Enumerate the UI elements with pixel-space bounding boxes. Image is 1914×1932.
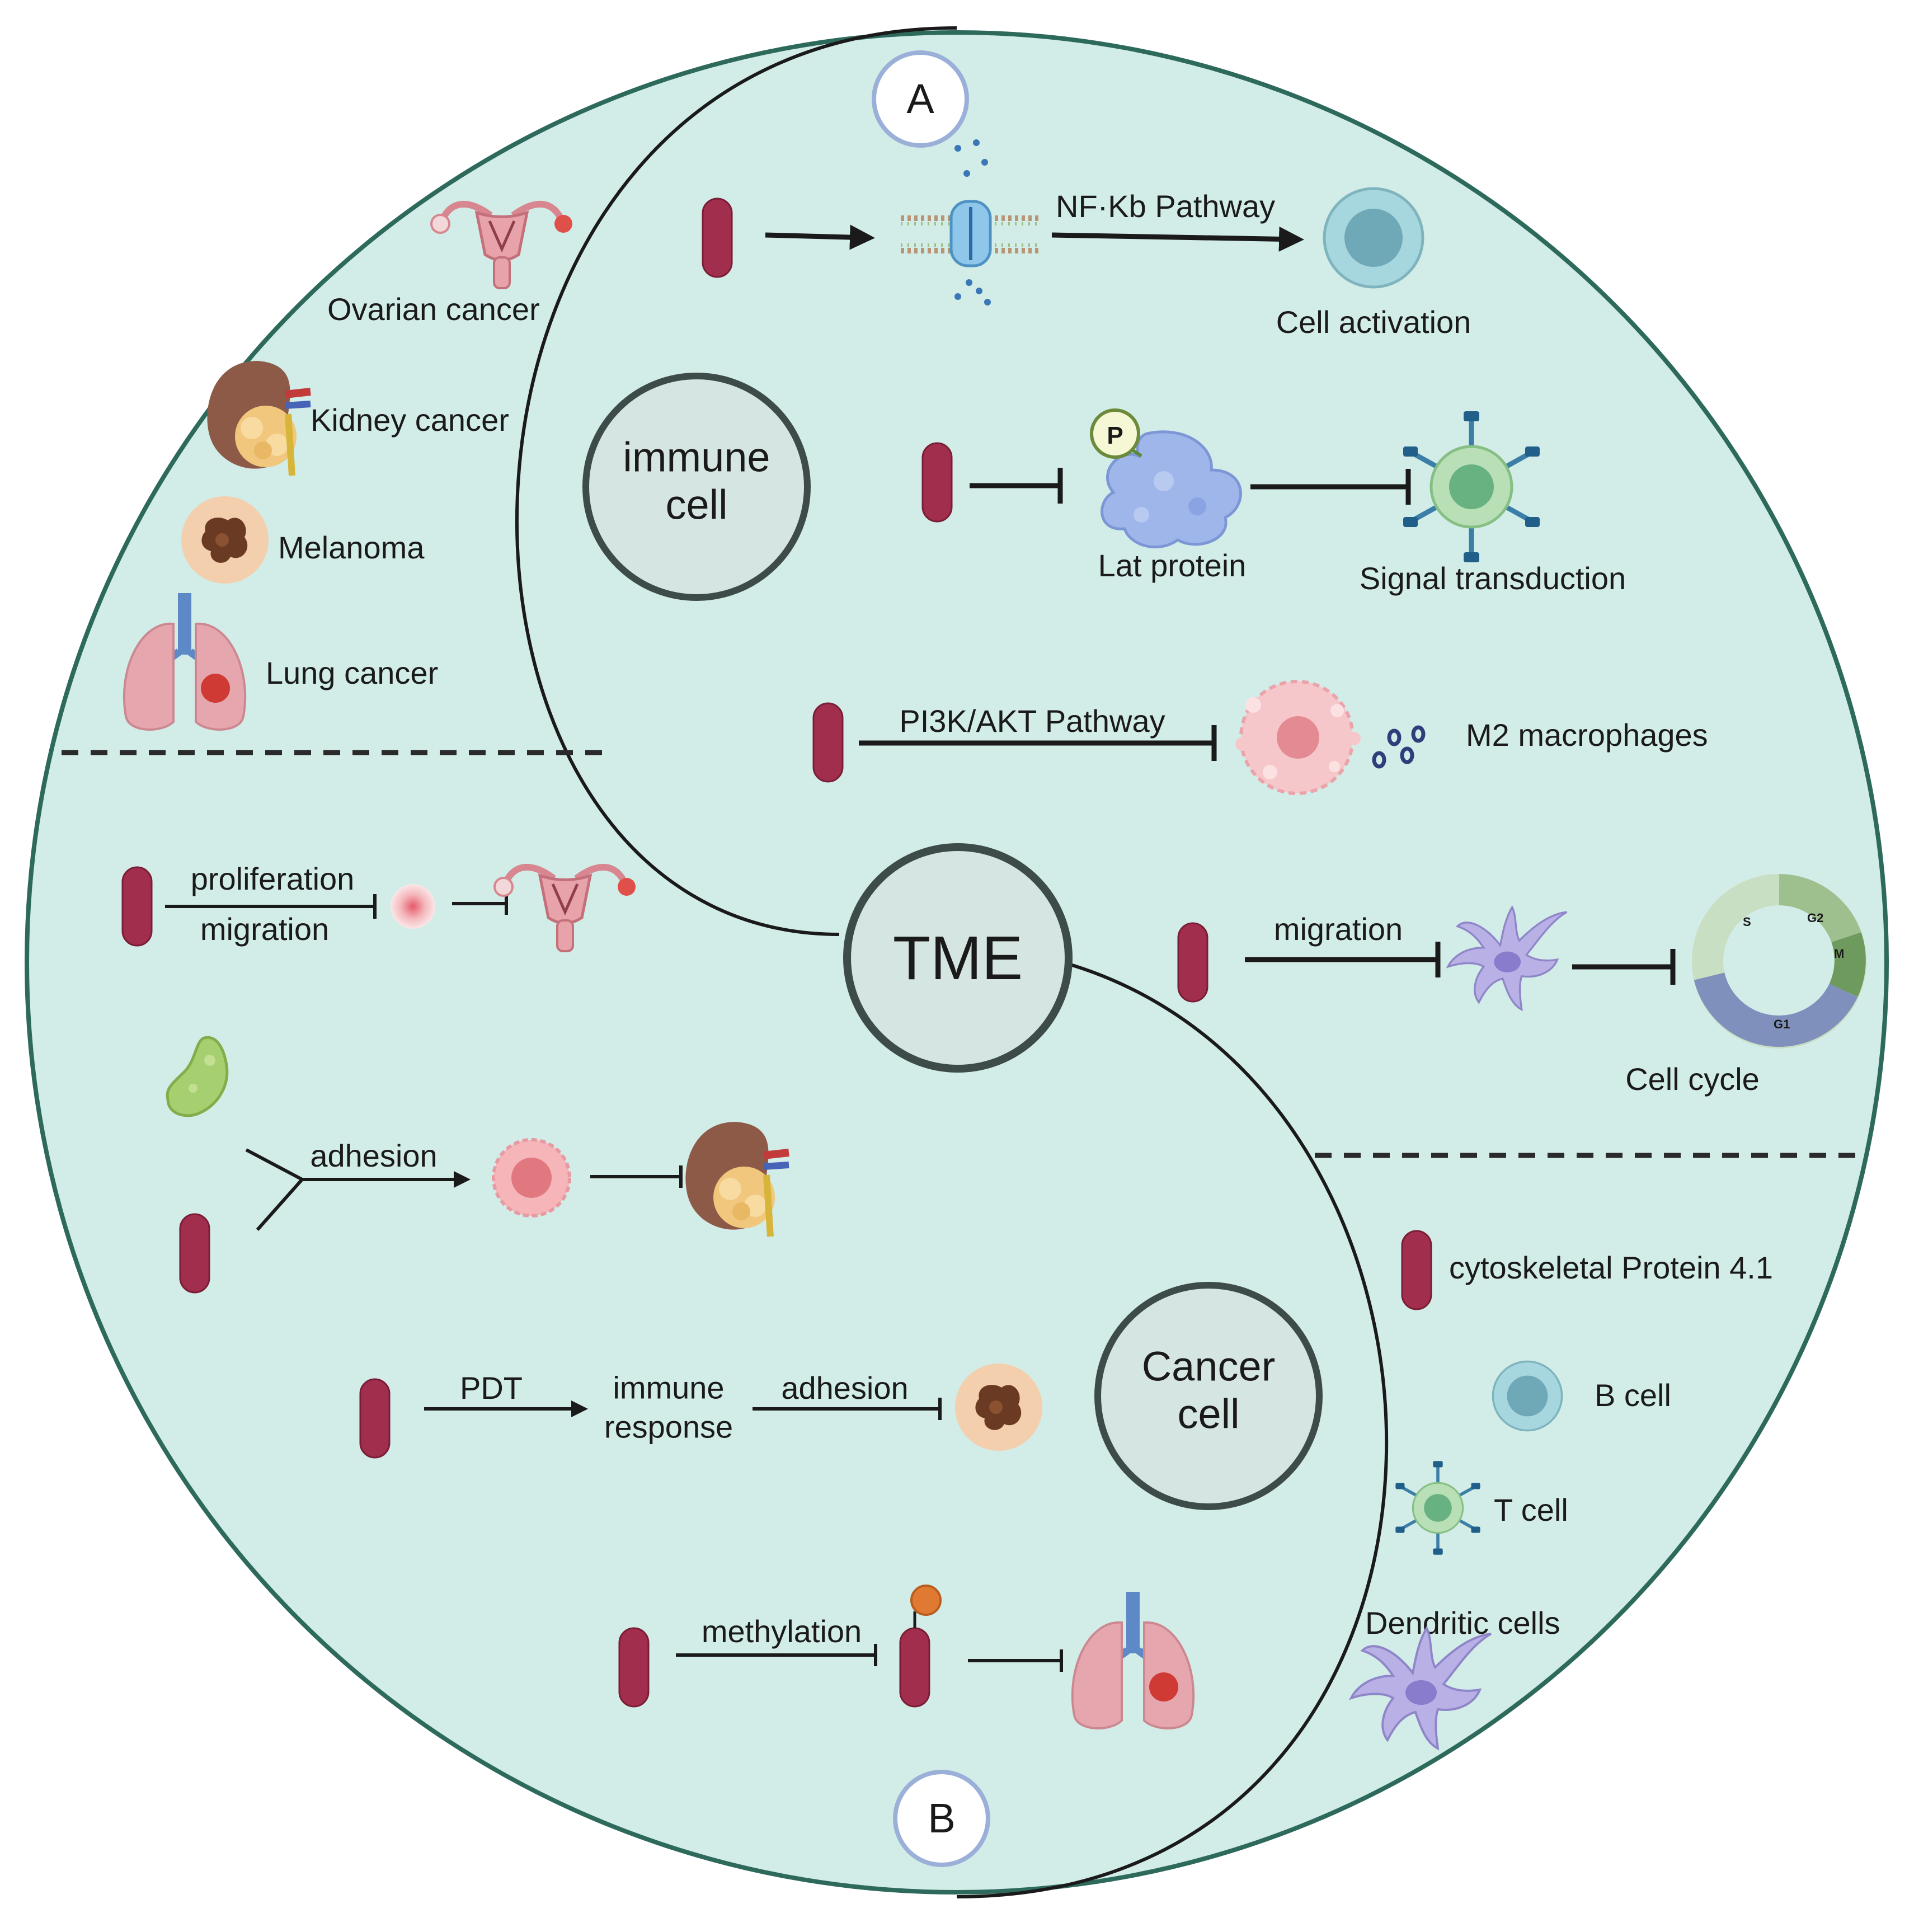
- macrophage-icon: [1235, 680, 1361, 795]
- b-cell-icon: [1324, 189, 1423, 287]
- methylated-protein-icon: [899, 1585, 942, 1708]
- legend-protein-label: cytoskeletal Protein 4.1: [1449, 1250, 1773, 1285]
- legend-protein-icon: [1401, 1230, 1432, 1310]
- tumor-spot-icon: [391, 884, 435, 929]
- lat-protein-icon: P: [1090, 408, 1242, 549]
- cell-activation-label: Cell activation: [1276, 304, 1471, 340]
- panel-b-label: B: [928, 1795, 955, 1841]
- phase-m-label: M: [1834, 947, 1844, 961]
- migration-label: migration: [1274, 911, 1403, 947]
- protein-icon: [812, 702, 844, 783]
- migration-label-b: migration: [200, 911, 329, 947]
- yin-yang-divider: [515, 26, 957, 936]
- panel-b-badge: B: [893, 1770, 990, 1867]
- arrow: [765, 224, 875, 250]
- protein-icon: [121, 866, 153, 947]
- nfkb-pathway-label: NF·Kb Pathway: [1056, 189, 1275, 224]
- kidney-cancer-label: Kidney cancer: [311, 402, 509, 438]
- legend-t-cell-label: T cell: [1494, 1492, 1568, 1527]
- protein-icon: [618, 1627, 650, 1708]
- ovarian-cancer-label: Ovarian cancer: [327, 292, 540, 327]
- pdt-label: PDT: [460, 1370, 523, 1405]
- protein-icon: [921, 442, 953, 523]
- m2-macrophages-label: M2 macrophages: [1466, 717, 1708, 753]
- cell-cycle-icon: S G2 M G1: [1692, 874, 1866, 1049]
- vesicles-icon: [1372, 725, 1426, 769]
- signal-transduction-label: Signal transduction: [1360, 561, 1626, 596]
- membrane-channel-icon: [901, 139, 1041, 305]
- cancer-cell-icon: [493, 1140, 570, 1216]
- protein-icon: [702, 198, 733, 278]
- protein-icon: [1177, 922, 1208, 1003]
- phospho-label: P: [1107, 422, 1123, 449]
- cell-cycle-label: Cell cycle: [1625, 1061, 1760, 1097]
- adhesion-label-1: adhesion: [310, 1138, 437, 1173]
- protein-icon: [359, 1378, 391, 1459]
- panel-a-badge: A: [872, 50, 969, 148]
- legend-dendritic-label: Dendritic cells: [1365, 1605, 1560, 1640]
- tme-circle: TME: [843, 843, 1073, 1073]
- panel-a-label: A: [906, 76, 934, 122]
- protein-icon: [179, 1213, 210, 1294]
- phase-g2-label: G2: [1807, 911, 1823, 925]
- phase-s-label: S: [1743, 915, 1751, 929]
- bacterium-icon: [166, 1036, 229, 1117]
- tme-label: TME: [893, 924, 1023, 993]
- lung-cancer-label: Lung cancer: [266, 655, 438, 690]
- arrow: [1051, 226, 1304, 252]
- proliferation-label: proliferation: [191, 861, 355, 896]
- lat-protein-label: Lat protein: [1098, 548, 1247, 583]
- yin-yang-divider-lower: [956, 961, 1388, 1898]
- phase-g1-label: G1: [1774, 1017, 1790, 1031]
- melanoma-label: Melanoma: [278, 530, 425, 565]
- methylation-label: methylation: [702, 1614, 862, 1649]
- pi3k-pathway-label: PI3K/AKT Pathway: [899, 703, 1165, 739]
- legend-b-cell-icon: [1492, 1360, 1563, 1432]
- adhesion-label-2: adhesion: [781, 1370, 908, 1405]
- melanoma-icon: [181, 496, 269, 584]
- melanoma-icon: [955, 1364, 1042, 1451]
- legend-b-cell-label: B cell: [1595, 1378, 1671, 1413]
